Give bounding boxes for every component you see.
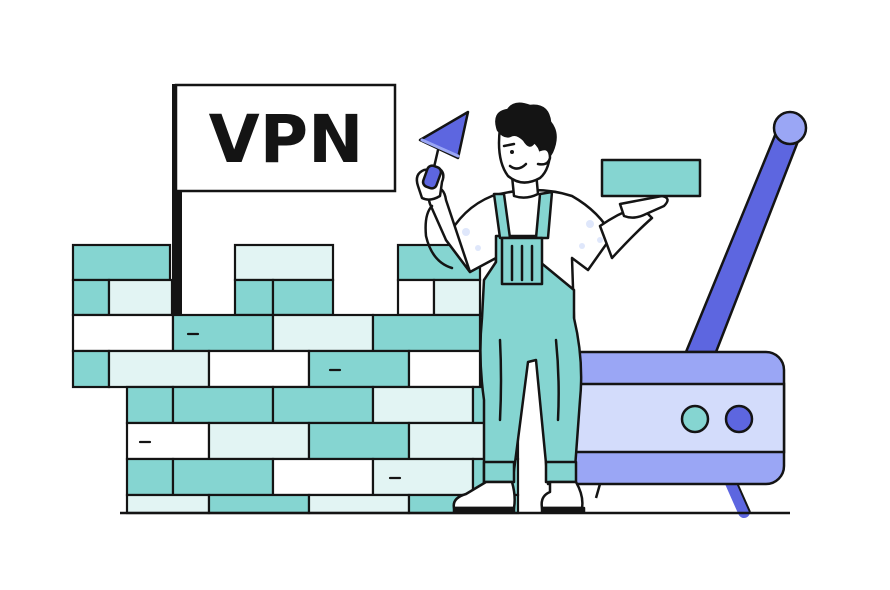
- router-leg-left: [594, 483, 602, 499]
- router-led-right: [724, 404, 754, 434]
- router-icon: [558, 110, 808, 518]
- sign-label: VPN: [209, 101, 364, 178]
- worker-strap-right: [534, 190, 554, 240]
- worker-character-icon: [415, 102, 702, 514]
- brick-wall-icon: [71, 243, 520, 515]
- sign-board: [174, 83, 397, 193]
- router-led-left: [680, 404, 710, 434]
- router-antenna-tip: [772, 110, 808, 146]
- trowel-icon: [418, 110, 470, 190]
- worker-shoe-right: [540, 480, 584, 510]
- worker-hand-right: [618, 194, 669, 219]
- vpn-sign: VPN: [172, 83, 397, 320]
- router-antenna: [684, 126, 802, 354]
- worker-arm-right: [598, 204, 654, 260]
- mortar-marks: [138, 332, 402, 480]
- brick-icon: [600, 158, 702, 198]
- pocket-stripes: [510, 244, 534, 282]
- worker-overalls: [479, 234, 583, 488]
- sign-pole: [172, 84, 182, 320]
